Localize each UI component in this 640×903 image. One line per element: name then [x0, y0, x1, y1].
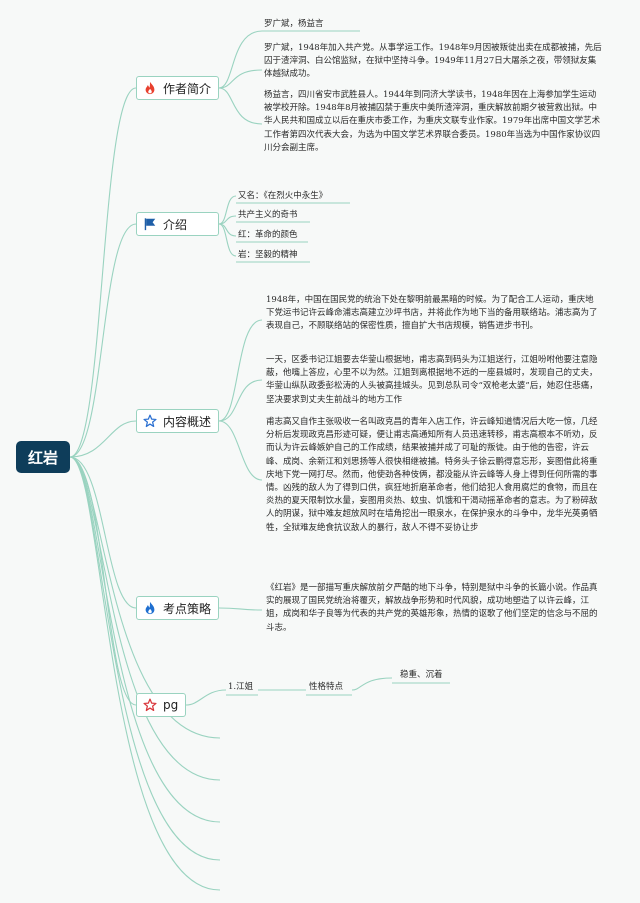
flag-icon	[144, 218, 156, 231]
pg-trait-value: 稳重、沉着	[400, 670, 443, 680]
author-item-2: 罗广斌，1948年加入共产党。从事学运工作。1948年9月因被叛徒出卖在成都被捕…	[264, 43, 602, 80]
branch-intro-label: 介绍	[163, 217, 188, 232]
branch-authors-label: 作者简介	[163, 81, 212, 96]
summary-item-1: 1948年，中国在国民党的统治下处在黎明前最黑暗的时候。为了配合工人运动，重庆地…	[266, 295, 598, 332]
pg-child-label: 1.江姐	[228, 682, 254, 692]
summary-item-3: 甫志高又自作主张吸收一名叫政克昌的青年入店工作，许云峰知道情况后大吃一惊，几经分…	[266, 417, 598, 533]
root-title: 红岩	[27, 448, 58, 467]
star-outline-icon	[143, 698, 157, 712]
branch-strategy-label: 考点策略	[163, 601, 212, 616]
author-item-1: 罗广斌，杨益言	[264, 19, 324, 29]
intro-item-3: 红：革命的颜色	[238, 230, 298, 240]
flame-icon	[145, 81, 155, 95]
branch-strategy[interactable]: 考点策略	[136, 596, 219, 620]
root-node[interactable]: 红岩	[16, 441, 70, 473]
branch-pg[interactable]: pg	[136, 693, 186, 717]
branch-authors[interactable]: 作者简介	[136, 76, 219, 100]
star-outline-icon	[143, 414, 157, 428]
intro-item-4: 岩：坚毅的精神	[238, 250, 298, 260]
pg-trait-label: 性格特点	[309, 682, 344, 692]
intro-item-2: 共产主义的奇书	[238, 210, 298, 220]
strategy-item-1: 《红岩》是一部描写重庆解放前夕严酷的地下斗争，特别是狱中斗争的长篇小说。作品真实…	[266, 583, 598, 633]
branch-intro[interactable]: 介绍	[136, 212, 219, 236]
flame-icon	[145, 601, 155, 615]
branch-pg-label: pg	[163, 698, 179, 712]
author-item-3: 杨益言，四川省安市武胜县人。1944年到同济大学读书，1948年因在上海参加学生…	[264, 90, 601, 153]
branch-summary[interactable]: 内容概述	[136, 409, 219, 433]
intro-item-1: 又名：《在烈火中永生》	[238, 191, 328, 201]
summary-item-2: 一天，区委书记江姐要去华蓥山根据地，甫志高到码头为江姐送行，江姐吩咐他要注意隐蔽…	[266, 355, 598, 405]
branch-summary-label: 内容概述	[163, 414, 212, 429]
